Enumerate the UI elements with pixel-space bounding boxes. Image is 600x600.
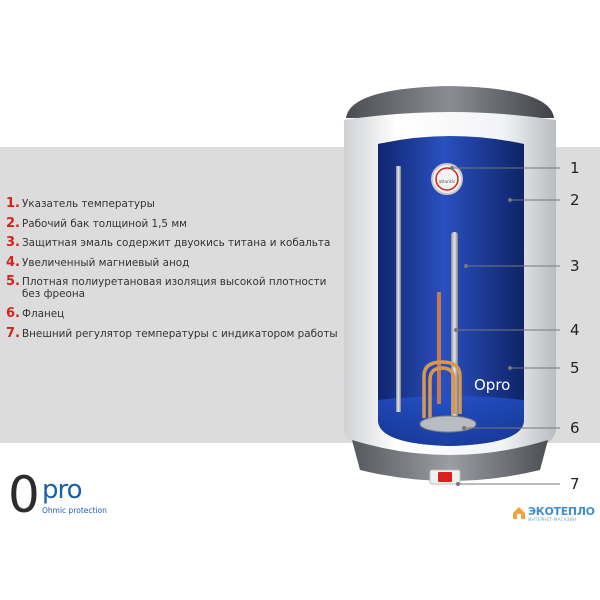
- bottom-cap: [352, 440, 548, 481]
- legend-item-3: 3.Защитная эмаль содержит двуокись титан…: [6, 235, 346, 251]
- house-icon: [513, 507, 525, 519]
- legend-text: Защитная эмаль содержит двуокись титана …: [22, 237, 331, 250]
- callout-2: 2: [570, 191, 580, 209]
- callout-7: 7: [570, 475, 580, 493]
- flange: [419, 415, 477, 433]
- legend-item-5: 5.Плотная полиуретановая изоляция высоко…: [6, 274, 346, 301]
- legend-text: Указатель температуры: [22, 198, 155, 210]
- legend-item-7: 7.Внешний регулятор температуры с индика…: [6, 325, 346, 341]
- legend-text: Рабочий бак толщиной 1,5 мм: [22, 217, 188, 230]
- thermostat-rod: [396, 166, 401, 412]
- store-name: ЭКОТЕПЛО: [528, 505, 595, 518]
- tank-label: Opro: [474, 376, 510, 394]
- top-cap: [346, 86, 554, 118]
- legend-item-4: 4.Увеличенный магниевый анод: [6, 254, 346, 270]
- legend-number: 1.: [6, 196, 20, 211]
- legend-item-6: 6.Фланец: [6, 305, 346, 321]
- callout-5: 5: [570, 359, 580, 377]
- callout-3: 3: [570, 257, 580, 275]
- store-logo: ЭКОТЕПЛО ИНТЕРНЕТ-МАГАЗИН: [512, 504, 598, 526]
- legend-number: 2.: [6, 215, 20, 231]
- gauge-brand: atlantic: [439, 179, 456, 185]
- indicator-light: [438, 472, 452, 482]
- callout-6: 6: [570, 419, 580, 437]
- legend-list: 1.Указатель температуры 2.Рабочий бак то…: [6, 196, 346, 347]
- legend-number: 6.: [6, 305, 20, 321]
- heating-element-coil: [422, 360, 462, 418]
- legend-text: Внешний регулятор температуры с индикато…: [22, 327, 338, 340]
- legend-text: Фланец: [22, 307, 65, 320]
- callout-4: 4: [570, 321, 580, 339]
- legend-item-2: 2.Рабочий бак толщиной 1,5 мм: [6, 215, 346, 231]
- legend-text: Увеличенный магниевый анод: [22, 256, 190, 269]
- opro-logo: 0 pro Ohmic protection: [6, 468, 116, 528]
- heating-element-pipe: [437, 292, 441, 404]
- logo-pro: pro: [42, 475, 83, 505]
- logo-zero: 0: [8, 466, 40, 524]
- legend-number: 3.: [6, 235, 20, 251]
- legend-text: Плотная полиуретановая изоляция высокой …: [22, 276, 327, 301]
- legend-number: 4.: [6, 254, 20, 270]
- legend-number: 7.: [6, 325, 20, 341]
- legend-item-1: 1.Указатель температуры: [6, 196, 346, 211]
- logo-subtitle: Ohmic protection: [42, 506, 107, 515]
- callout-1: 1: [570, 159, 580, 177]
- legend-number: 5.: [6, 274, 20, 290]
- store-tagline: ИНТЕРНЕТ-МАГАЗИН: [528, 518, 577, 523]
